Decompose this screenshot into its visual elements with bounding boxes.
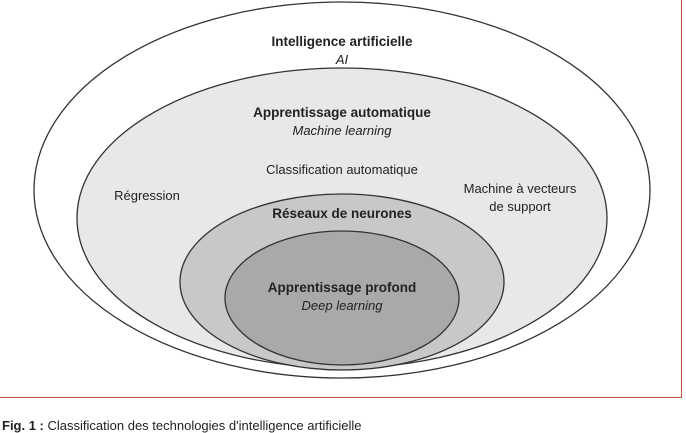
ai-title: Intelligence artificielle — [271, 34, 413, 49]
dl-title: Apprentissage profond — [268, 280, 417, 295]
ml-title: Apprentissage automatique — [253, 105, 431, 120]
svm-label-line2: de support — [489, 199, 551, 214]
ai-subtitle: AI — [335, 52, 349, 67]
figure-caption: Fig. 1 : Classification des technologies… — [2, 418, 361, 433]
svm-label-line1: Machine à vecteurs — [464, 181, 577, 196]
regression-label: Régression — [114, 188, 180, 203]
ai-classification-diagram: Intelligence artificielle AI Apprentissa… — [33, 1, 651, 379]
ml-subtitle: Machine learning — [292, 123, 392, 138]
nn-title: Réseaux de neurones — [272, 206, 412, 221]
caption-label: Fig. 1 : — [2, 418, 44, 433]
ring-deep-learning — [224, 230, 460, 366]
caption-text: Classification des technologies d'intell… — [47, 418, 362, 433]
dl-subtitle: Deep learning — [302, 298, 384, 313]
classification-label: Classification automatique — [266, 162, 418, 177]
